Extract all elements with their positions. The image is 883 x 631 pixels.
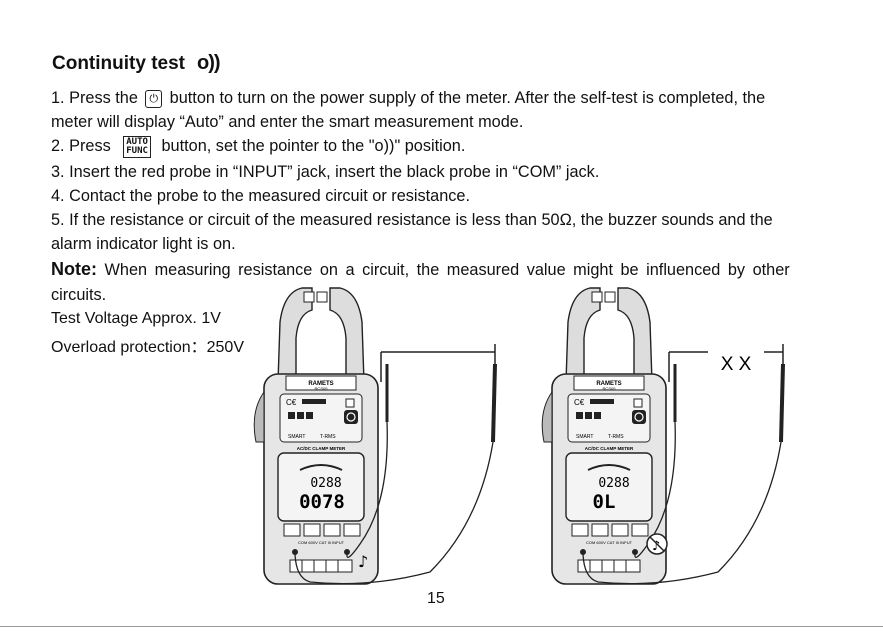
note-line-2: circuits. [51, 286, 107, 304]
continuity-icon: o)) [197, 52, 221, 74]
meter-illustration-continuity: RAMETS RCS05 C€ SMART T-RMS AC/DC CLAMP … [253, 287, 497, 585]
page-number: 15 [427, 590, 445, 607]
step-5-line-2: alarm indicator light is on. [51, 235, 236, 253]
note-label: Note: [51, 259, 97, 279]
footer-divider [0, 626, 883, 627]
section-heading: Continuity test o)) [52, 52, 221, 75]
svg-text:♪: ♪ [652, 539, 660, 554]
test-voltage: Test Voltage Approx. 1V [51, 310, 221, 327]
meter-type: AC/DC CLAMP METER [585, 446, 634, 451]
ce-mark: C€ [286, 398, 297, 407]
lcd-main-reading: 0078 [299, 491, 345, 513]
meter-brand: RAMETS [308, 381, 333, 387]
meter-illustration-open-circuit: RAMETS RCS05 C€ SMART T-RMS AC/DC CLAMP … [541, 287, 785, 585]
step-2-text: 2. Press [51, 137, 111, 155]
step-2: 2. Press AUTO FUNC button, set the point… [51, 134, 465, 158]
jack-labels: COM 600V CAT III INPUT [298, 540, 345, 545]
step-1-line-2: meter will display “Auto” and enter the … [51, 113, 524, 131]
open-circuit-mark: X X [721, 354, 752, 375]
auto-func-button-icon: AUTO FUNC [123, 135, 151, 158]
step-1-line-1: 1. Press the ⏻ button to turn on the pow… [51, 86, 765, 110]
auto-label: AUTO [126, 136, 148, 147]
lcd-secondary-reading: 0288 [598, 476, 629, 491]
step-5-line-1: 5. If the resistance or circuit of the m… [51, 211, 773, 229]
step-2-text-cont: button, set the pointer to the "o))" pos… [161, 137, 466, 155]
ce-mark: C€ [574, 398, 585, 407]
step-1-text: 1. Press the [51, 89, 138, 107]
page-title: Continuity test [52, 52, 185, 74]
smart-label: SMART [288, 434, 305, 440]
meter-type: AC/DC CLAMP METER [297, 446, 346, 451]
func-label: FUNC [126, 145, 148, 156]
step-1-text-cont: button to turn on the power supply of th… [169, 89, 766, 107]
buzzer-sound-icon: ♪ [358, 552, 368, 571]
no-sound-icon: ♪ [646, 533, 668, 555]
overload-protection: Overload protection：250V [51, 339, 245, 356]
power-button-icon: ⏻ [145, 89, 163, 108]
jack-labels: COM 600V CAT III INPUT [586, 540, 633, 545]
step-3: 3. Insert the red probe in “INPUT” jack,… [51, 163, 600, 181]
note-text: When measuring resistance on a circuit, … [104, 261, 790, 279]
smart-label: SMART [576, 434, 593, 440]
meter-brand: RAMETS [596, 381, 621, 387]
step-4: 4. Contact the probe to the measured cir… [51, 187, 471, 205]
lcd-main-reading: 0L [593, 491, 616, 513]
trms-label: T-RMS [320, 434, 336, 440]
meter-model: RCS05 [603, 386, 617, 391]
lcd-secondary-reading: 0288 [310, 476, 341, 491]
meter-model: RCS05 [315, 386, 329, 391]
note-line-1: Note: When measuring resistance on a cir… [51, 257, 790, 282]
trms-label: T-RMS [608, 434, 624, 440]
